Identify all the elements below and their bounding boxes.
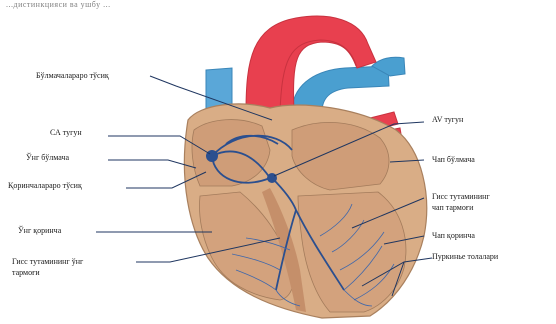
- label-giss-chap-line1: Гисс тутамининг: [432, 192, 490, 202]
- sa-node: [206, 150, 218, 162]
- label-av-tugun: AV тугун: [432, 115, 463, 125]
- label-qorinchalar-aroqli: Қоринчалараро тўсиқ: [8, 181, 82, 191]
- label-bulmacha-aroqlari: Бўлмачалараро тўсиқ: [36, 71, 109, 81]
- label-chap-bulmacha: Чап бўлмача: [432, 155, 475, 165]
- av-node: [267, 173, 277, 183]
- label-giss-ung-line1: Гисс тутамининг ўнг: [12, 257, 83, 267]
- leader-ung-bulmacha: [108, 160, 196, 168]
- label-giss-ung-line2: тармоғи: [12, 268, 40, 278]
- label-giss-chap-line2: чап тармоғи: [432, 203, 473, 213]
- label-purkinye-tolalari: Пуркинье толалари: [432, 252, 498, 262]
- label-ung-bulmacha: Ўнг бўлмача: [26, 153, 69, 163]
- label-ung-qorincha: Ўнг қоринча: [18, 226, 61, 236]
- label-sa-tugun: СА тугун: [50, 128, 82, 138]
- label-chap-qorincha: Чап қоринча: [432, 231, 475, 241]
